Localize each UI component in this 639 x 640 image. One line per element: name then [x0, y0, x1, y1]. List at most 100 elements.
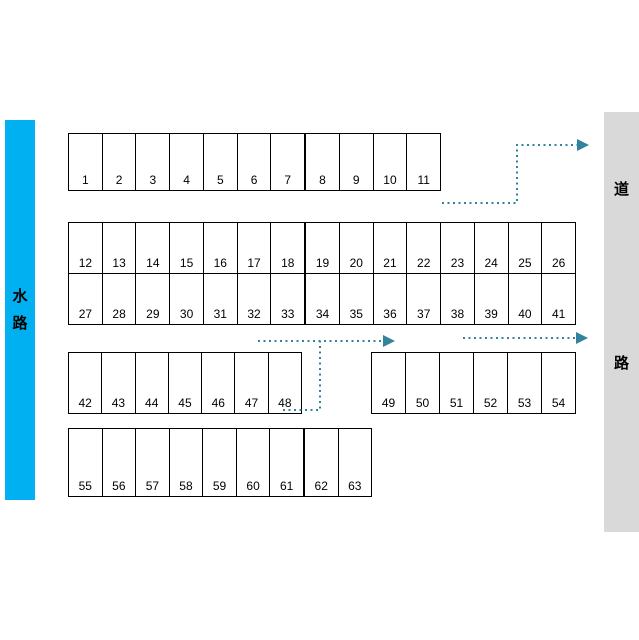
stall-number: 38	[450, 307, 465, 321]
stall-number: 34	[315, 307, 330, 321]
stall-number: 2	[115, 173, 123, 187]
parking-stall-60: 60	[235, 429, 270, 496]
road-label-char-1: 道	[613, 181, 630, 198]
parking-stall-49: 49	[372, 353, 405, 413]
parking-stall-43: 43	[101, 353, 134, 413]
stall-number: 16	[213, 256, 227, 270]
stall-number: 62	[314, 479, 328, 493]
stall-number: 54	[551, 396, 566, 410]
parking-stall-38: 38	[440, 274, 474, 324]
stall-number: 50	[415, 396, 430, 410]
stall-number: 6	[250, 173, 258, 187]
stall-number: 37	[417, 307, 431, 321]
stall-number: 31	[213, 307, 227, 321]
stall-number: 58	[179, 479, 193, 493]
parking-stall-51: 51	[439, 353, 473, 413]
parking-stall-7: 7	[270, 134, 304, 190]
stall-number: 3	[149, 173, 157, 187]
parking-stall-52: 52	[473, 353, 507, 413]
stall-number: 47	[244, 396, 259, 410]
stall-number: 23	[450, 256, 465, 270]
stall-number: 18	[281, 256, 295, 270]
waterway-label-char-2: 路	[12, 315, 28, 332]
arrowhead-icon	[576, 332, 588, 344]
parking-stall-42: 42	[69, 353, 101, 413]
parking-stall-41: 41	[541, 274, 575, 324]
stall-number: 7	[284, 173, 292, 187]
stall-number: 12	[78, 256, 93, 270]
parking-stall-17: 17	[236, 223, 271, 273]
parking-stall-25: 25	[507, 223, 542, 273]
exit-flow-top	[442, 144, 578, 204]
parking-stall-9: 9	[338, 134, 373, 190]
parking-stall-20: 20	[338, 223, 373, 273]
parking-stall-31: 31	[202, 274, 237, 324]
parking-stall-28: 28	[101, 274, 136, 324]
stall-number: 11	[417, 173, 430, 187]
parking-stall-21: 21	[372, 223, 407, 273]
parking-stall-44: 44	[134, 353, 168, 413]
parking-stall-35: 35	[338, 274, 373, 324]
stall-number: 13	[112, 256, 126, 270]
stall-number: 46	[211, 396, 225, 410]
stall-number: 27	[78, 307, 93, 321]
parking-stall-32: 32	[236, 274, 271, 324]
parking-stall-39: 39	[473, 274, 508, 324]
parking-stall-13: 13	[101, 223, 136, 273]
stall-number: 24	[484, 256, 498, 270]
parking-stall-10: 10	[372, 134, 407, 190]
road-label-char-2: 路	[613, 355, 630, 372]
parking-stall-46: 46	[201, 353, 234, 413]
stall-number: 30	[179, 307, 194, 321]
parking-stall-36: 36	[372, 274, 407, 324]
parking-stall-11: 11	[406, 134, 440, 190]
stall-number: 39	[484, 307, 498, 321]
waterway-strip: 水 路	[5, 120, 35, 500]
parking-stall-14: 14	[135, 223, 169, 273]
road-strip: 道 路	[604, 112, 639, 532]
parking-stall-19: 19	[304, 223, 339, 273]
stall-number: 26	[551, 256, 566, 270]
parking-stall-3: 3	[135, 134, 169, 190]
parking-stall-4: 4	[169, 134, 203, 190]
parking-stall-15: 15	[169, 223, 203, 273]
stall-number: 59	[212, 479, 227, 493]
stall-number: 15	[179, 256, 194, 270]
stall-number: 60	[246, 479, 260, 493]
parking-stall-26: 26	[541, 223, 575, 273]
stall-number: 45	[178, 396, 192, 410]
parking-stall-8: 8	[304, 134, 339, 190]
parking-stall-58: 58	[168, 429, 203, 496]
stall-number: 21	[383, 256, 397, 270]
stall-number: 61	[279, 479, 294, 493]
parking-stall-16: 16	[202, 223, 237, 273]
parking-stall-55: 55	[69, 429, 102, 496]
stall-number: 57	[145, 479, 160, 493]
stall-number: 5	[216, 173, 224, 187]
stall-number: 43	[111, 396, 126, 410]
stall-number: 55	[78, 479, 92, 493]
parking-stall-59: 59	[202, 429, 236, 496]
parking-stall-53: 53	[507, 353, 541, 413]
parking-stall-22: 22	[406, 223, 440, 273]
parking-stall-47: 47	[234, 353, 267, 413]
stall-number: 41	[551, 307, 566, 321]
parking-stall-57: 57	[135, 429, 169, 496]
parking-stall-1: 1	[69, 134, 102, 190]
stall-number: 19	[315, 256, 330, 270]
parking-stall-45: 45	[167, 353, 201, 413]
stall-number: 36	[383, 307, 397, 321]
parking-stall-61: 61	[269, 429, 303, 496]
stall-number: 63	[348, 479, 362, 493]
stall-number: 40	[518, 307, 532, 321]
stall-number: 42	[78, 396, 92, 410]
parking-stall-12: 12	[69, 223, 102, 273]
stall-number: 29	[146, 307, 160, 321]
stall-number: 14	[146, 256, 160, 270]
stall-number: 53	[517, 396, 532, 410]
